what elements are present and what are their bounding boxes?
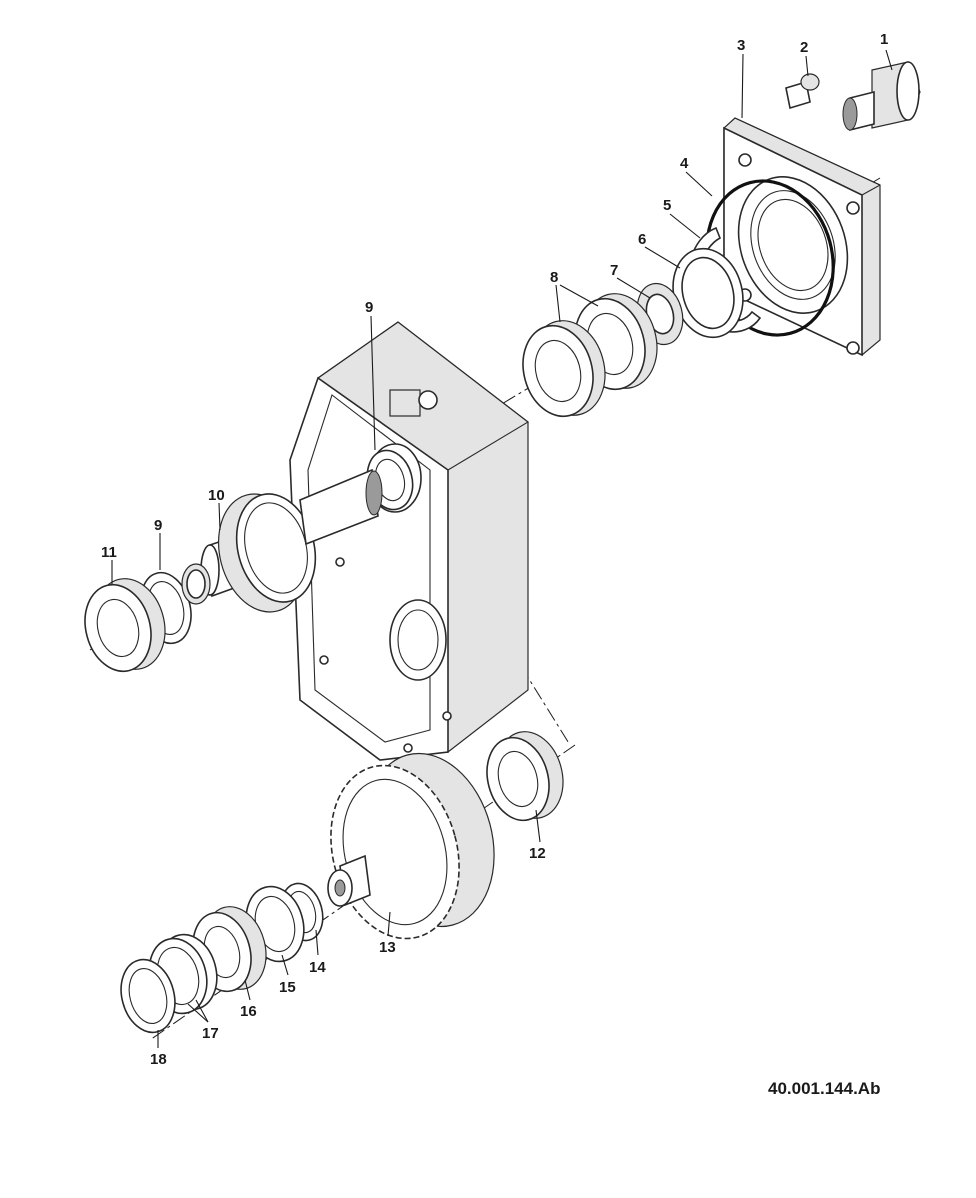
callout-5: 5 [663,197,671,214]
callout-6: 6 [638,231,646,248]
callout-12: 12 [529,845,546,862]
callout-17: 17 [202,1025,219,1042]
part-6-shim-ring [672,247,744,339]
callout-1: 1 [880,31,888,48]
callout-18: 18 [150,1051,167,1068]
part-11-bearing [84,578,166,673]
callout-3: 3 [737,37,745,54]
callout-10: 10 [208,487,225,504]
callout-16: 16 [240,1003,257,1020]
callout-7: 7 [610,262,618,279]
callout-11: 11 [101,544,117,561]
part-2-bolt [785,73,820,110]
part-13-helical-gear [327,752,495,940]
callout-13: 13 [379,939,396,956]
callout-4: 4 [680,155,689,172]
drawing-code: 40.001.144.Ab [768,1079,880,1098]
leader-lines [111,49,893,1048]
callout-15: 15 [279,979,296,996]
gearbox-housing [289,321,529,761]
callout-8: 8 [550,269,558,286]
part-18-ring [120,958,176,1034]
callout-2: 2 [800,39,808,56]
part-1-splined-coupling [842,61,921,132]
part-10-pinion-shaft [200,468,383,613]
callout-labels: 1 2 3 4 5 6 7 8 9 9 10 11 12 13 14 15 16… [101,31,888,1068]
part-12-bearing [486,731,564,822]
callout-9-upper: 9 [365,299,373,316]
callout-9-lower: 9 [154,517,162,534]
part-8-bearing-pair [522,293,658,418]
callout-14: 14 [309,959,326,976]
